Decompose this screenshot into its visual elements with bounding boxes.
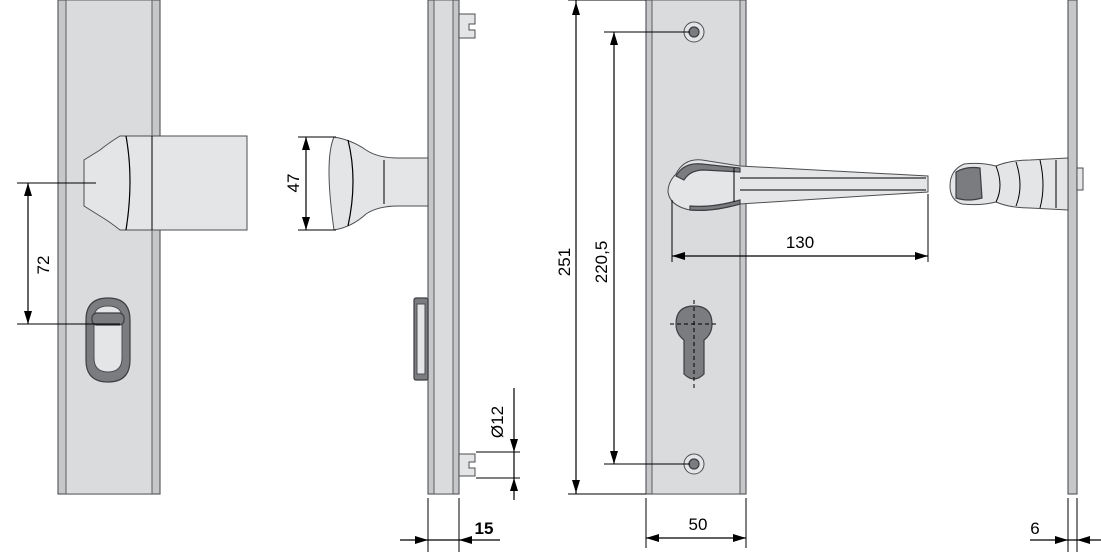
lever-spindle: [1076, 167, 1084, 191]
cylinder-slot: [91, 312, 125, 326]
knob-edge-line: [125, 135, 131, 231]
dim-251-label: 251: [555, 248, 574, 276]
knob: [83, 135, 248, 231]
dim-220-5-label: 220,5: [592, 241, 611, 284]
side-view-lever: 6: [949, 0, 1101, 552]
front-view-lever: 130 251 220,5 50: [555, 0, 929, 548]
dim-50-label: 50: [689, 515, 708, 534]
front-view-knob: 72: [17, 0, 248, 495]
fixing-lug-top: [458, 13, 476, 39]
dim-130-label: 130: [786, 233, 814, 252]
lever-shade-bottom: [689, 199, 741, 211]
backplate-edge: [1067, 0, 1078, 495]
backplate-front-inner: [65, 0, 153, 495]
dim-6-label: 6: [1030, 519, 1039, 538]
knob-side-edge: [347, 139, 354, 227]
knob-side: [328, 136, 429, 231]
lever-shade-top: [675, 163, 741, 181]
screw-hole-bottom-inner: [688, 458, 700, 470]
dim-15-label: 15: [475, 519, 494, 538]
dim-72-label: 72: [34, 256, 53, 275]
dim-d12-label: Ø12: [488, 406, 507, 438]
backplate-side-inner: [433, 0, 454, 495]
screw-hole-top-inner: [688, 26, 700, 38]
dim-47-label: 47: [284, 174, 303, 193]
side-view-knob: 47 Ø12 15: [284, 0, 520, 552]
lever-side-tip: [955, 166, 983, 201]
backplate-lever-inner: [651, 0, 741, 495]
cylinder-side-inner: [416, 303, 426, 375]
fixing-lug-bottom: [458, 453, 476, 477]
